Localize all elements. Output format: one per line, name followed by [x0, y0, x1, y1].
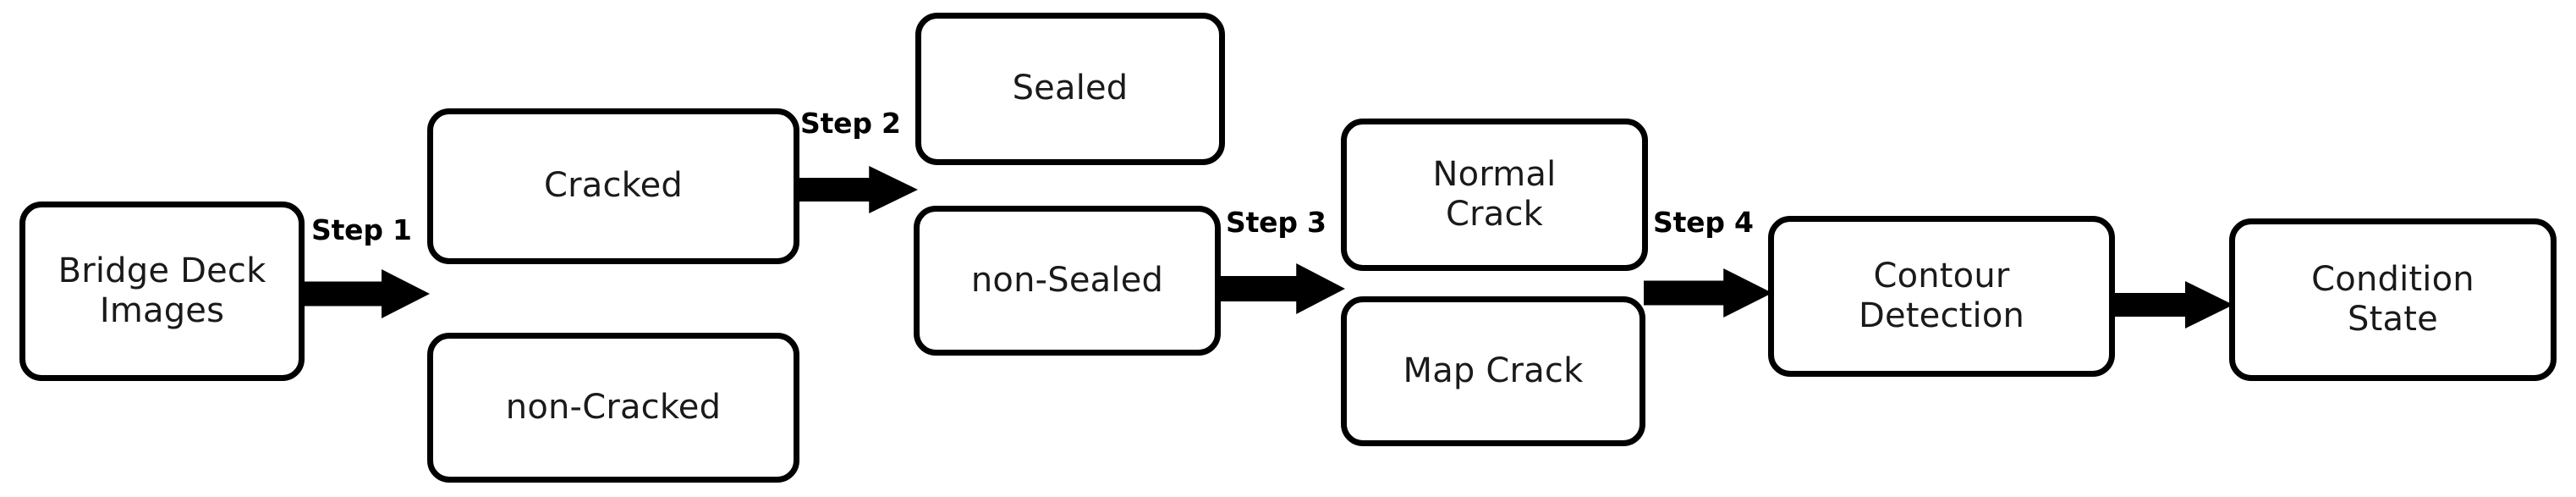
node-label-sealed: Sealed — [1012, 69, 1129, 108]
node-label-map-crack: Map Crack — [1403, 351, 1584, 390]
arrow-final — [2106, 281, 2233, 329]
node-label-cracked: Cracked — [543, 166, 684, 206]
node-label-non-cracked: non-Cracked — [505, 387, 722, 427]
node-label-normal-crack: Normal Crack — [1432, 154, 1557, 234]
node-bridge-deck-images[interactable]: Bridge Deck Images — [19, 202, 305, 381]
node-cracked[interactable]: Cracked — [427, 108, 799, 264]
node-label-non-sealed: non-Sealed — [970, 260, 1164, 300]
node-non-sealed[interactable]: non-Sealed — [914, 206, 1221, 356]
node-condition-state[interactable]: Condition State — [2229, 218, 2557, 381]
arrow-step-2 — [789, 166, 918, 213]
node-normal-crack[interactable]: Normal Crack — [1341, 119, 1648, 271]
label-step-2: Step 2 — [800, 107, 901, 140]
label-step-3: Step 3 — [1226, 206, 1326, 239]
arrow-step-3 — [1217, 263, 1345, 314]
node-label-condition-state: Condition State — [2311, 259, 2474, 339]
node-sealed[interactable]: Sealed — [915, 13, 1225, 165]
label-step-1: Step 1 — [311, 213, 412, 246]
arrow-step-4 — [1644, 268, 1772, 318]
node-non-cracked[interactable]: non-Cracked — [427, 333, 799, 483]
node-label-bridge-deck-images: Bridge Deck Images — [58, 251, 266, 330]
node-map-crack[interactable]: Map Crack — [1341, 296, 1645, 446]
arrow-step-1 — [303, 269, 430, 318]
label-step-4: Step 4 — [1653, 206, 1754, 239]
node-label-contour-detection: Contour Detection — [1858, 256, 2025, 335]
node-contour-detection[interactable]: Contour Detection — [1768, 216, 2115, 377]
